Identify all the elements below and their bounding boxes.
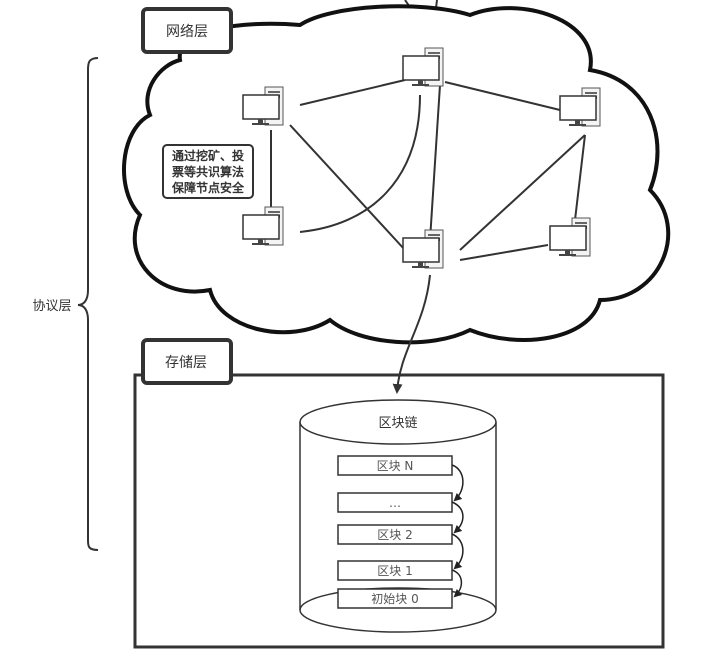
svg-text:存储层: 存储层	[165, 355, 207, 371]
consensus-note: 通过挖矿、投 票等共识算法 保障节点安全	[162, 144, 254, 199]
svg-text:票等共识算法: 票等共识算法	[172, 164, 244, 179]
network-connections	[270, 79, 586, 261]
network-cloud	[122, 4, 671, 345]
svg-text:通过挖矿、投: 通过挖矿、投	[172, 148, 244, 163]
block-item: …	[337, 492, 453, 513]
chain-arrows	[451, 464, 464, 598]
protocol-layer-label: 协议层	[32, 299, 71, 314]
block-list: 区块 N … 区块 2 区块 1 初始块 0	[337, 455, 453, 609]
svg-text:区块 1: 区块 1	[377, 564, 412, 578]
storage-layer-label: 存储层	[141, 338, 233, 385]
svg-text:区块 N: 区块 N	[377, 459, 414, 473]
network-layer-label: 网络层	[141, 7, 233, 54]
svg-text:…: …	[389, 496, 401, 510]
cloud-to-storage-arrow	[392, 274, 431, 394]
block-item: 区块 N	[337, 455, 453, 476]
svg-text:初始块 0: 初始块 0	[371, 592, 418, 606]
blockchain-title: 区块链	[378, 416, 417, 431]
block-item: 区块 1	[337, 560, 453, 581]
storage-layer-container	[133, 373, 665, 649]
svg-text:网络层: 网络层	[166, 24, 208, 40]
protocol-layer-brace: 协议层	[32, 57, 99, 551]
block-item: 区块 2	[337, 524, 453, 545]
svg-text:保障节点安全: 保障节点安全	[171, 180, 245, 195]
svg-text:区块 2: 区块 2	[377, 528, 412, 542]
block-item: 初始块 0	[337, 588, 453, 609]
